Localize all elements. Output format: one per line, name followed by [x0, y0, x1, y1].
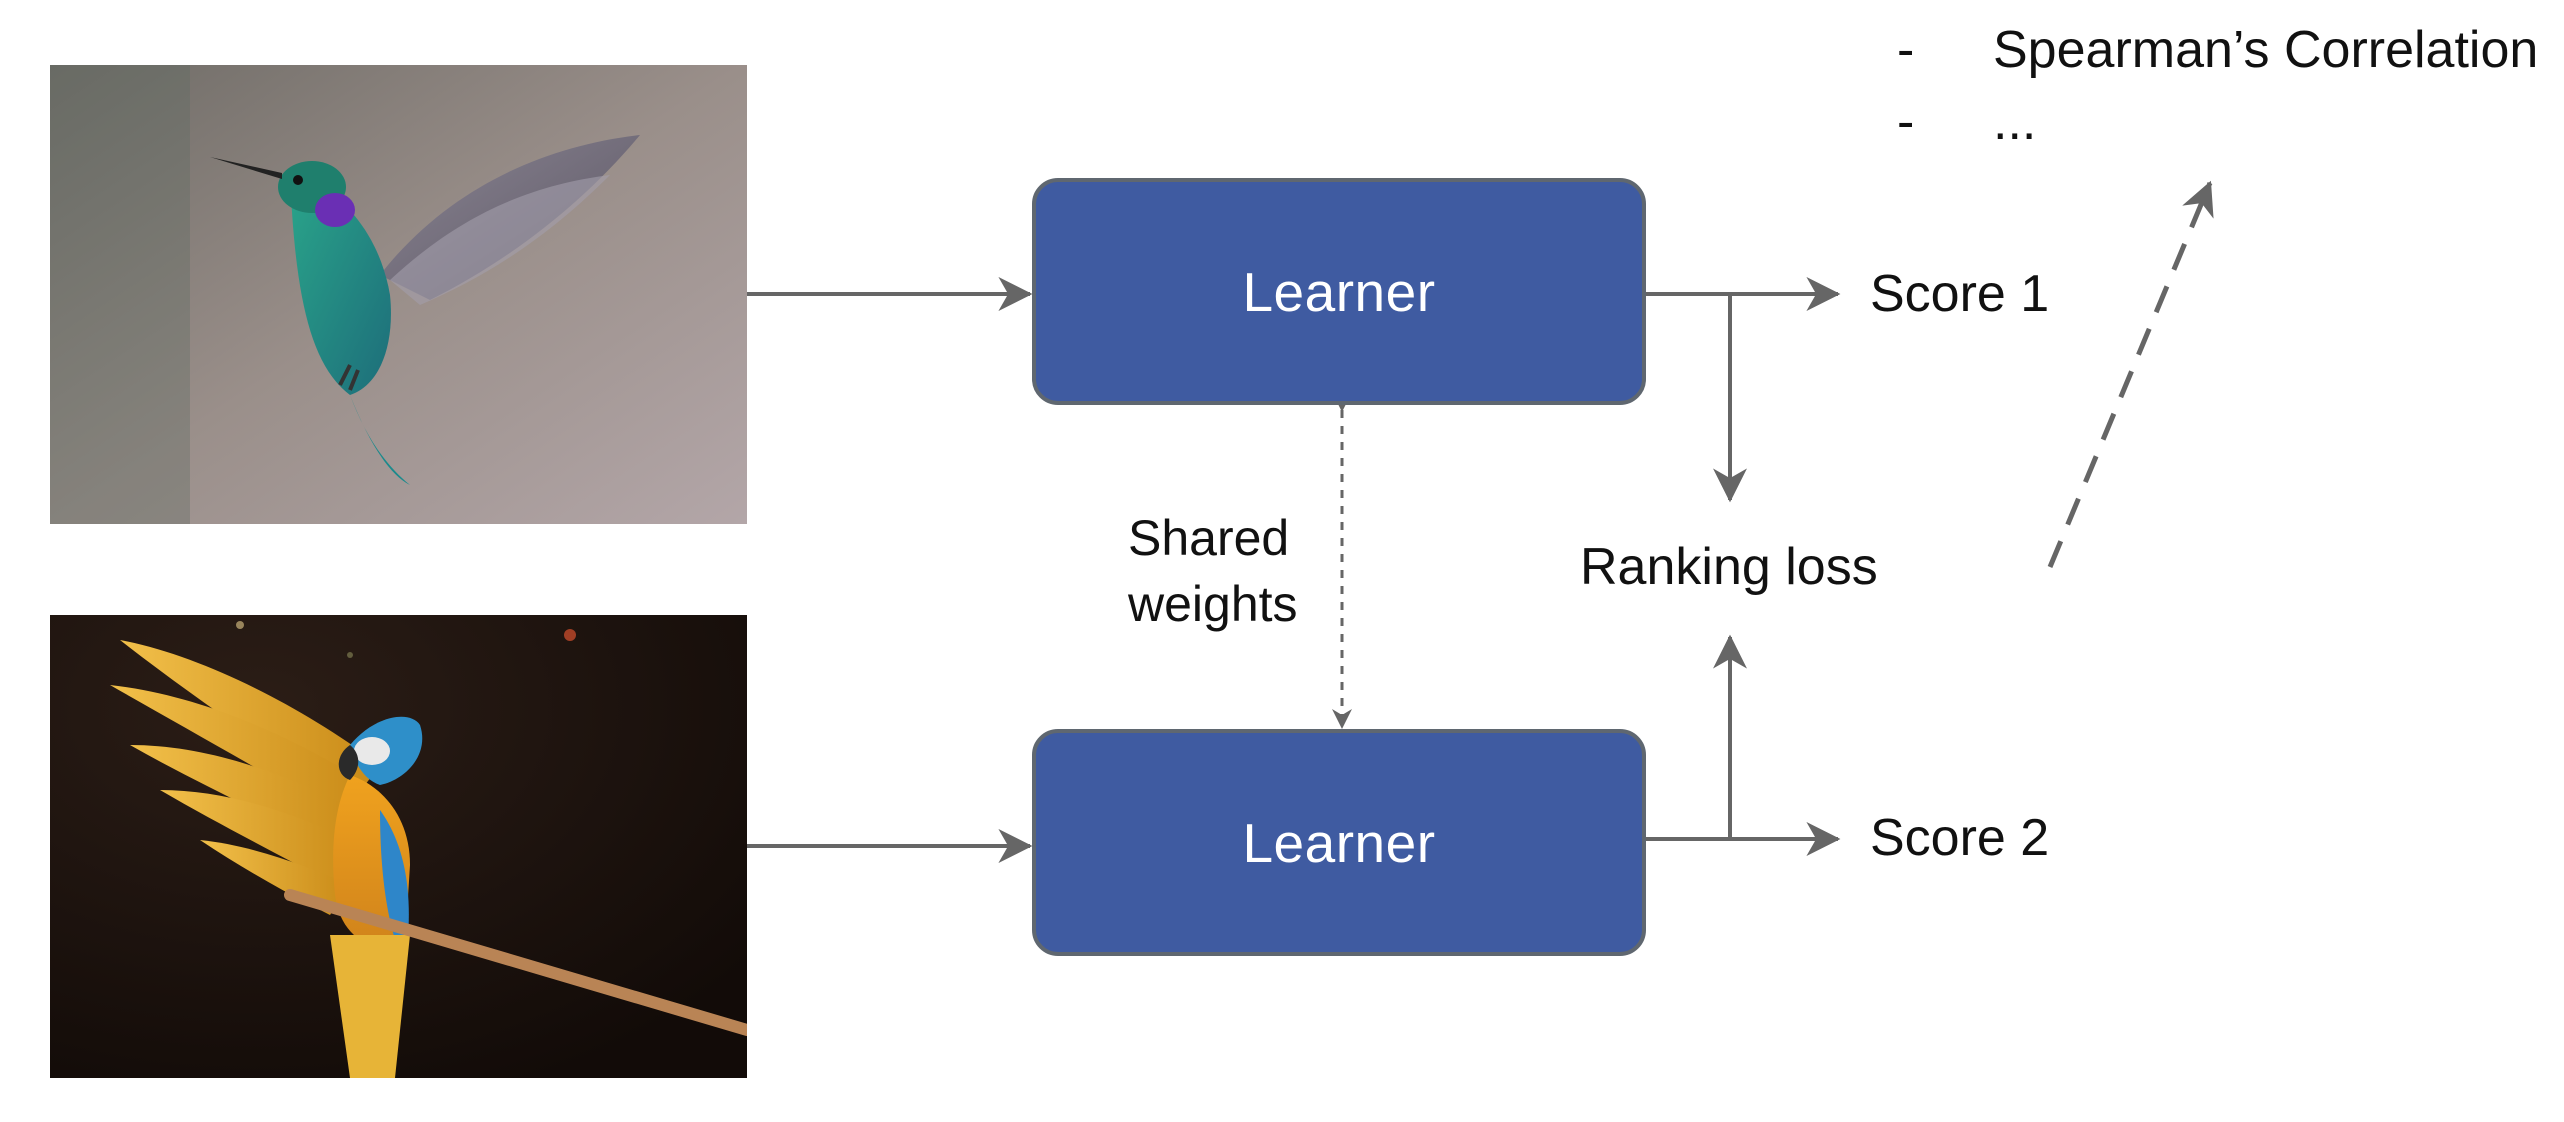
- metrics-item-ellipsis: ...: [1993, 93, 2037, 151]
- metrics-bullet: -: [1897, 93, 1915, 151]
- macaw-image: [50, 615, 747, 1078]
- learner-label: Learner: [1242, 260, 1436, 323]
- arrow-to-metrics: [2047, 180, 2214, 568]
- ranking-loss-label: Ranking loss: [1580, 538, 1878, 596]
- score2-label: Score 2: [1870, 809, 2050, 867]
- learner-block-top: Learner: [1032, 178, 1646, 405]
- learner-label: Learner: [1242, 811, 1436, 874]
- score1-label: Score 1: [1870, 265, 2050, 323]
- metrics-bullet: -: [1897, 21, 1915, 79]
- metrics-item-spearman: Spearman’s Correlation: [1993, 21, 2539, 79]
- learner-block-bottom: Learner: [1032, 729, 1646, 956]
- hummingbird-image: [50, 65, 747, 524]
- shared-weights-label: Shared weights: [1128, 510, 1298, 632]
